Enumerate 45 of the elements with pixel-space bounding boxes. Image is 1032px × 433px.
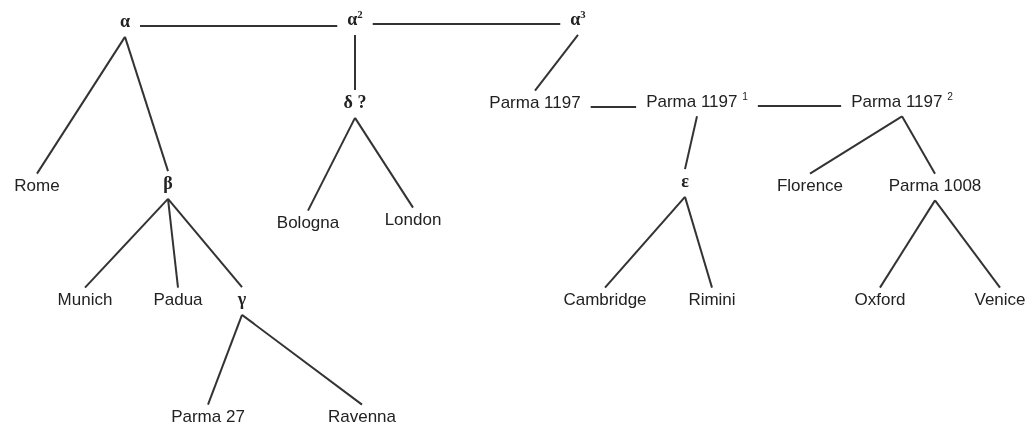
stemma-line	[84, 197, 169, 289]
stemma-line	[167, 197, 243, 289]
manuscript-label: Parma 1197 $^{1}$	[644, 91, 750, 113]
manuscript-label: β	[161, 173, 175, 195]
manuscript-label: Rome	[12, 175, 62, 197]
manuscript-label: Parma 1197	[487, 92, 583, 114]
manuscript-label: Parma 1197 $^{2}$	[849, 91, 955, 113]
stemma-line	[371, 23, 562, 25]
stemma-line	[36, 35, 126, 175]
manuscript-label: Florence	[774, 175, 846, 197]
stemma-line	[604, 195, 686, 289]
manuscript-label: δ ?	[341, 92, 369, 114]
manuscript-label: γ	[235, 289, 249, 311]
manuscript-label: Parma 1008	[886, 175, 984, 197]
manuscript-label: Ravenna	[325, 406, 399, 428]
stemma-line	[207, 313, 243, 406]
stemma-line	[307, 116, 356, 212]
manuscript-label: Padua	[151, 289, 205, 311]
stemma-line	[354, 116, 414, 209]
manuscript-label: α$^{2}$	[345, 9, 365, 31]
manuscript-label: Venice	[972, 289, 1028, 311]
stemma-line	[354, 33, 356, 92]
stemma-line	[901, 115, 936, 175]
stemma-line	[167, 197, 179, 289]
manuscript-label: London	[382, 209, 444, 231]
manuscript-label: Bologna	[274, 212, 342, 234]
manuscript-label: ε	[679, 171, 691, 193]
stemma-line	[124, 35, 169, 173]
manuscript-label: α$^{3}$	[568, 9, 588, 31]
manuscript-label: Rimini	[686, 289, 738, 311]
stemma-line	[139, 25, 339, 27]
stemma-line	[809, 115, 903, 175]
stemma-line	[934, 199, 1001, 289]
manuscript-label: Oxford	[852, 289, 908, 311]
stemma-line	[879, 199, 936, 289]
manuscript-label: Munich	[55, 289, 115, 311]
stemma-line	[241, 313, 363, 406]
manuscript-label: Cambridge	[561, 289, 649, 311]
stemma-line	[756, 105, 843, 107]
manuscript-label: Parma 27	[169, 406, 247, 428]
manuscript-label: α	[118, 11, 132, 33]
stemma-line	[534, 33, 579, 92]
stemma-line	[684, 115, 698, 171]
stemma-line	[684, 195, 713, 289]
stemma-line	[589, 106, 638, 108]
